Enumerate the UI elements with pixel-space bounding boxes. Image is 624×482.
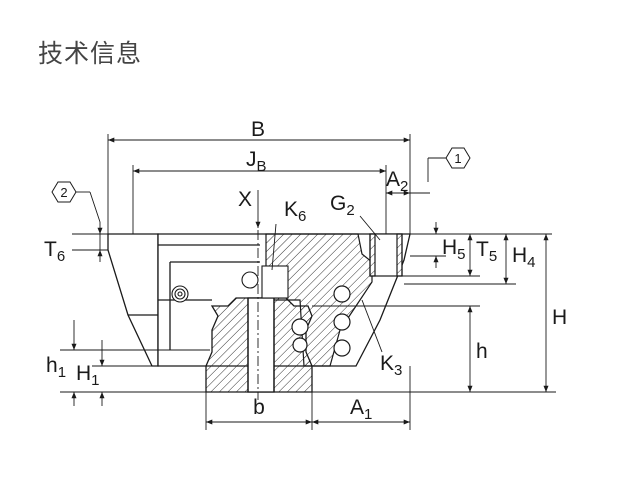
label-t6: T6 bbox=[44, 238, 65, 265]
label-h-rail: h bbox=[476, 340, 488, 363]
callout-2-label: 2 bbox=[60, 185, 67, 200]
label-h-height: H bbox=[552, 306, 567, 329]
label-k3: K3 bbox=[380, 352, 402, 379]
label-h1-upper: H1 bbox=[76, 362, 100, 389]
label-g2: G2 bbox=[330, 192, 355, 219]
thread-hole-g2 bbox=[369, 233, 403, 277]
label-b-width: B bbox=[251, 118, 265, 141]
label-k6: K6 bbox=[284, 198, 306, 225]
guide-rail bbox=[205, 297, 313, 393]
label-x: X bbox=[238, 188, 252, 211]
label-t5: T5 bbox=[476, 238, 497, 265]
screw-k6 bbox=[241, 265, 289, 299]
label-b-rail: b bbox=[253, 396, 265, 419]
label-h5: H5 bbox=[442, 236, 466, 263]
dimension-labels: B JB A2 X K6 G2 T6 H5 T5 H4 H h h1 H1 K3… bbox=[44, 118, 567, 423]
callout-2: 2 bbox=[51, 181, 77, 203]
label-h4: H4 bbox=[512, 244, 536, 271]
callout-1: 1 bbox=[445, 147, 471, 169]
label-a1: A1 bbox=[350, 396, 372, 423]
callout-1-label: 1 bbox=[454, 151, 461, 166]
balls bbox=[291, 285, 351, 357]
dimension-lines bbox=[60, 134, 556, 430]
label-jb: JB bbox=[246, 148, 267, 175]
grease-nipple-icon bbox=[171, 285, 189, 303]
label-h1-lower: h1 bbox=[46, 354, 66, 381]
hatched-section bbox=[265, 233, 373, 367]
page-title: 技术信息 bbox=[38, 39, 143, 68]
label-a2: A2 bbox=[386, 168, 408, 195]
